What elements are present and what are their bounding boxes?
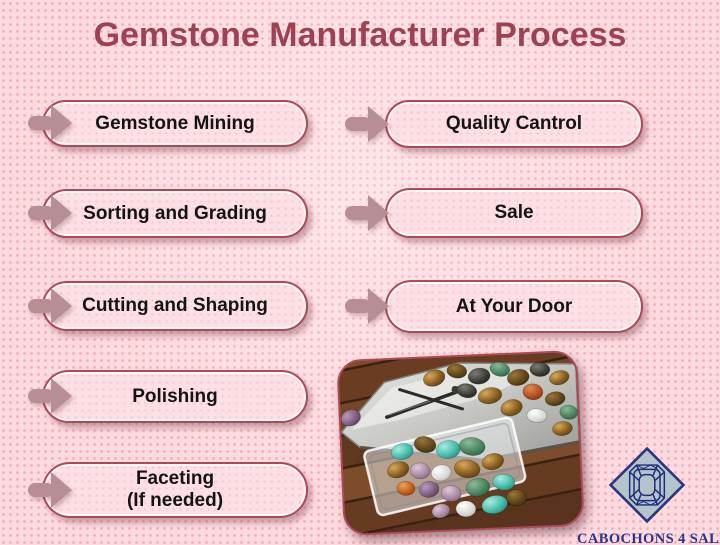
- step-box-sale: Sale: [385, 188, 643, 238]
- step-box-sorting-grading: Sorting and Grading: [42, 189, 308, 238]
- process-arrow-icon: [28, 472, 72, 508]
- process-arrow-icon: [345, 288, 389, 324]
- step-label: Polishing: [132, 385, 218, 407]
- step-box-at-your-door: At Your Door: [385, 280, 643, 333]
- step-box-faceting: Faceting (If needed): [42, 462, 308, 518]
- step-box-quality-control: Quality Cantrol: [385, 100, 643, 148]
- gemstones-photo: [336, 349, 585, 537]
- process-arrow-icon: [28, 105, 72, 141]
- process-arrow-icon: [28, 288, 72, 324]
- step-box-polishing: Polishing: [42, 370, 308, 423]
- step-label: Sale: [494, 202, 534, 224]
- step-box-cutting-shaping: Cutting and Shaping: [42, 281, 308, 331]
- step-label-line2: (If needed): [126, 490, 224, 511]
- step-label: Faceting (If needed): [127, 468, 223, 512]
- step-label: Cutting and Shaping: [82, 295, 268, 317]
- step-label: At Your Door: [455, 295, 573, 317]
- cabochons-logo: CABOCHONS 4 SALE: [577, 446, 720, 545]
- step-label: Gemstone Mining: [95, 112, 255, 134]
- page-title: Gemstone Manufacturer Process: [93, 16, 627, 54]
- process-arrow-icon: [28, 195, 72, 231]
- gemstones-photo-art: [338, 351, 583, 535]
- process-arrow-icon: [345, 106, 389, 142]
- step-label: Quality Cantrol: [445, 113, 583, 135]
- emerald-cut-gem-icon: [608, 446, 686, 524]
- step-label: Sorting and Grading: [83, 202, 267, 224]
- process-arrow-icon: [345, 195, 389, 231]
- step-label-line1: Faceting: [135, 468, 215, 490]
- process-arrow-icon: [28, 378, 72, 414]
- logo-wordmark: CABOCHONS 4 SALE: [577, 531, 720, 545]
- step-box-gemstone-mining: Gemstone Mining: [42, 100, 308, 147]
